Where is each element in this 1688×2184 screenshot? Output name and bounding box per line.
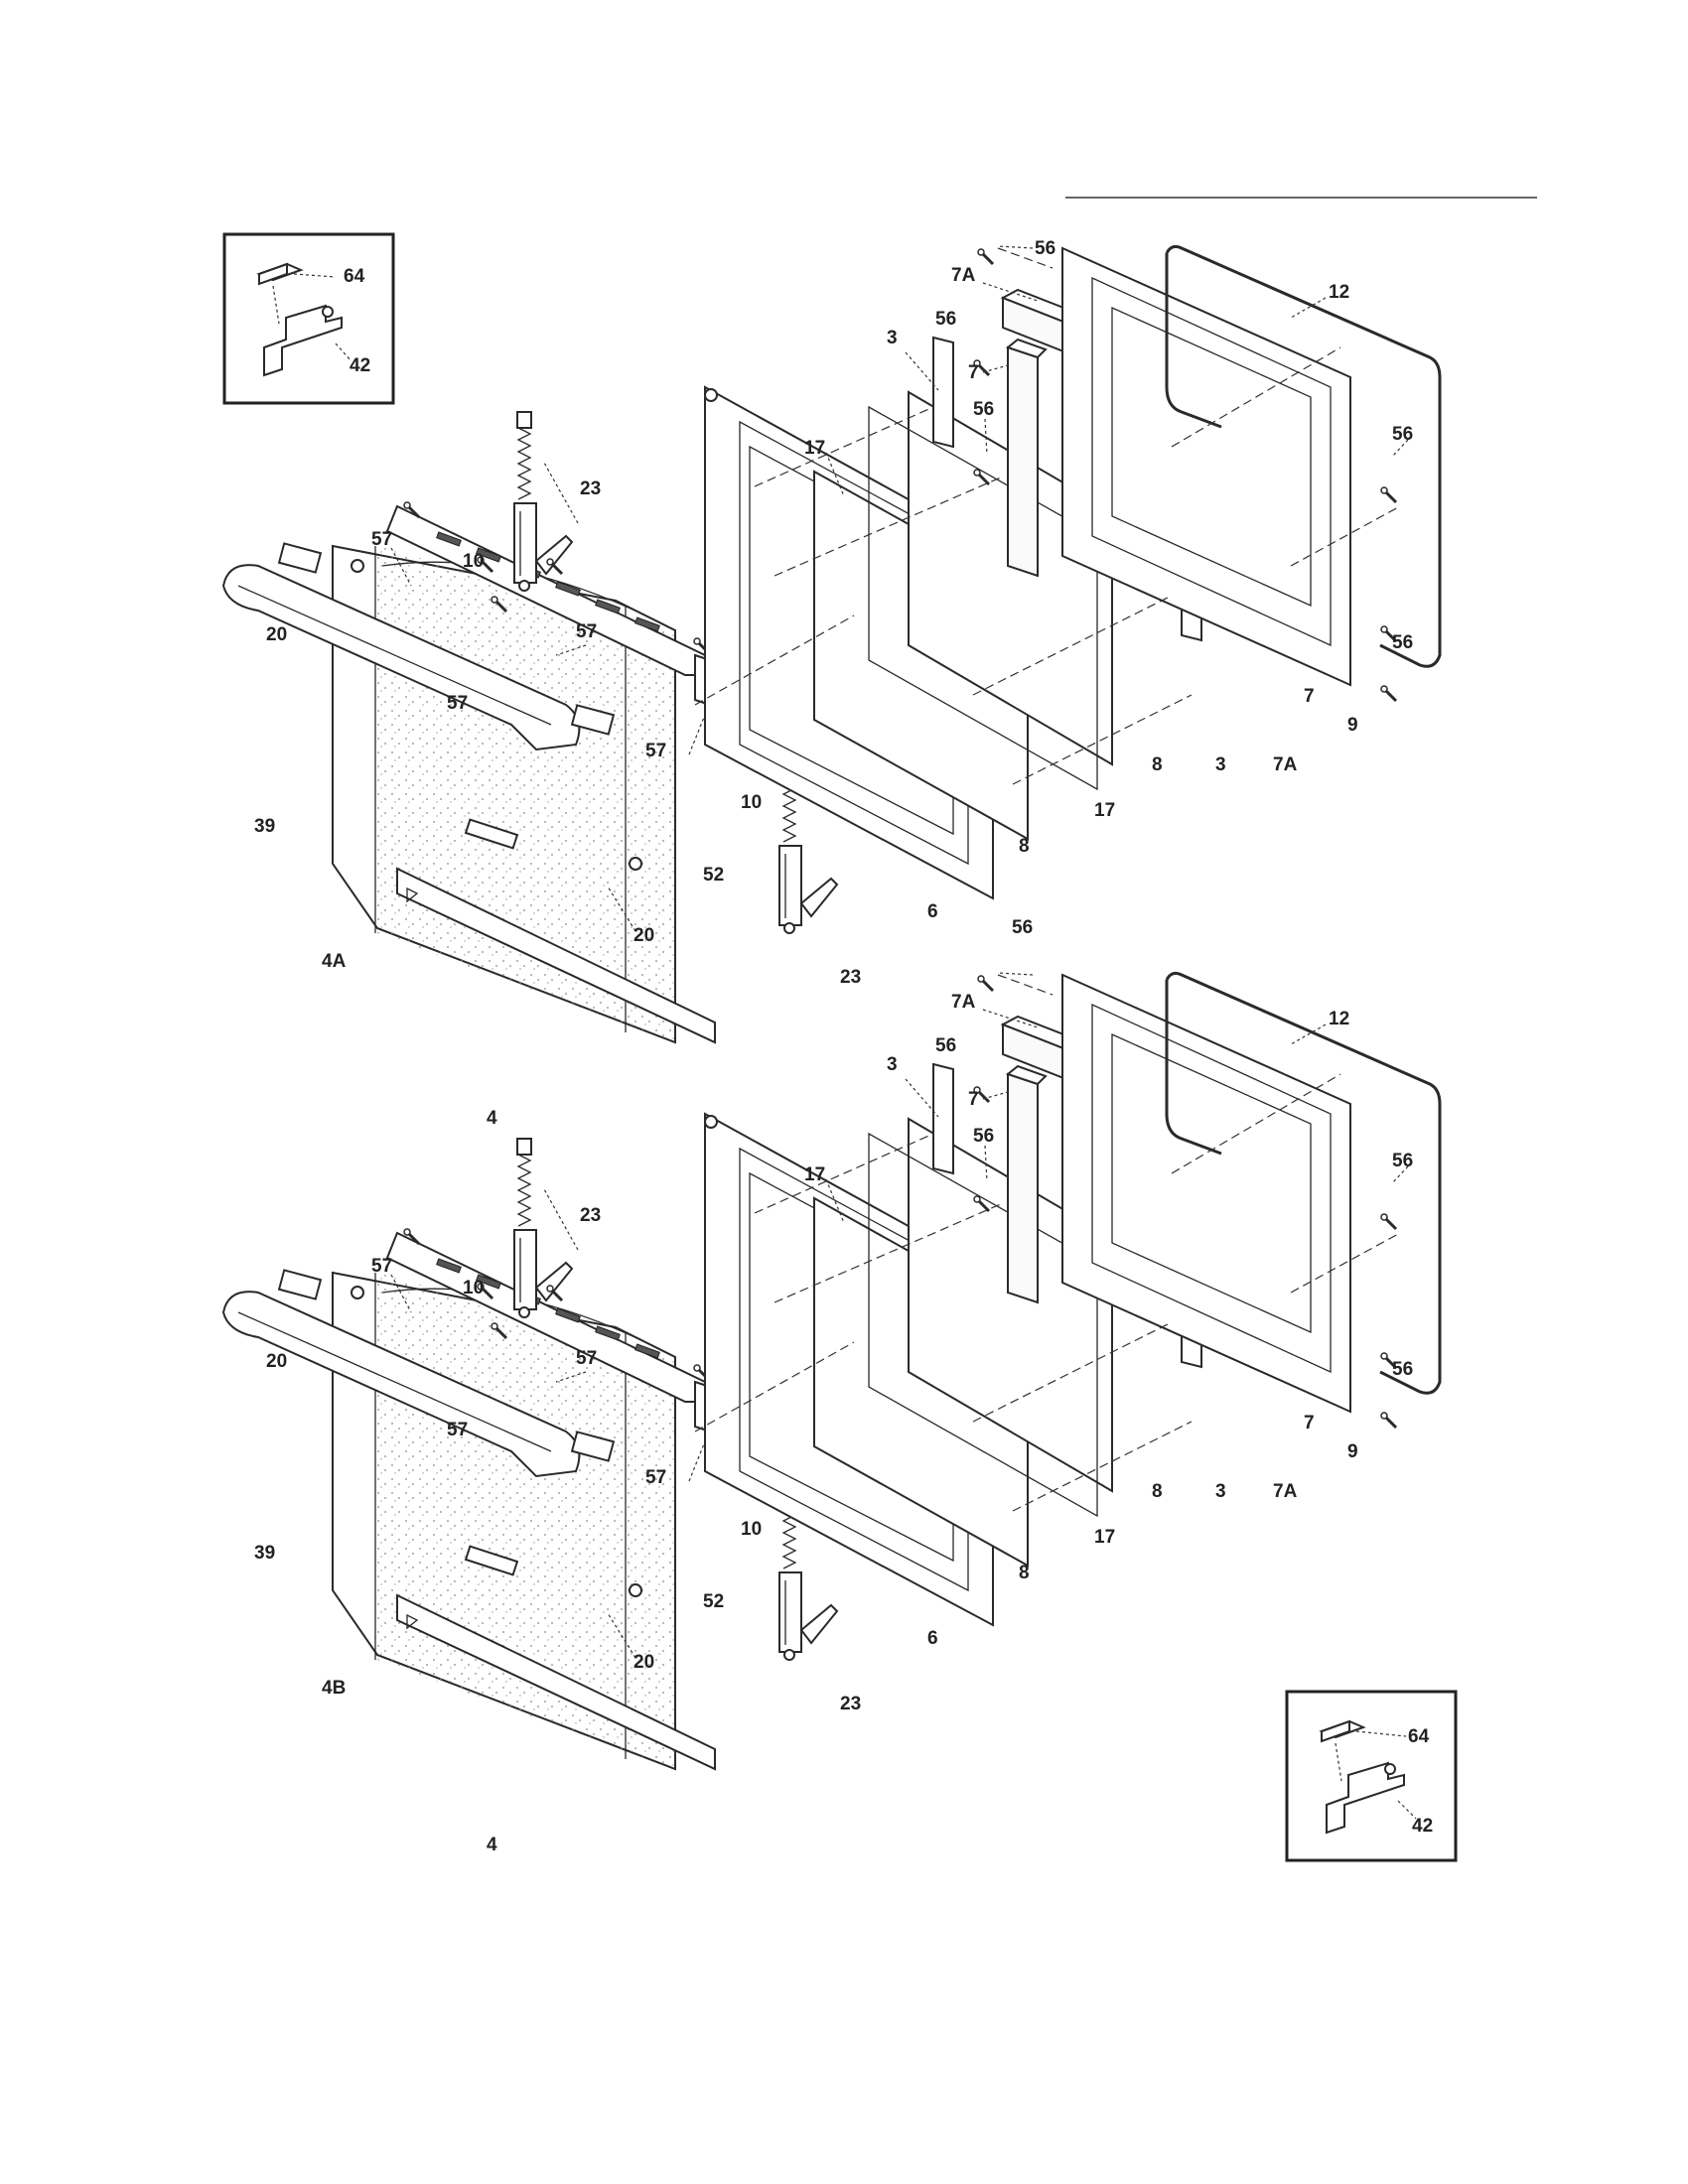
- callout-7a: 7A: [1273, 754, 1298, 775]
- upper-callouts: 56 7A 12 56 3 7 56 56 17 23 57 10 57 20 …: [254, 238, 1413, 1129]
- callout-56: 56: [1392, 632, 1413, 653]
- callout-56: 56: [1012, 917, 1033, 938]
- callout-17: 17: [1094, 1527, 1115, 1548]
- upper-leaders: [390, 245, 1409, 932]
- callout-39: 39: [254, 816, 275, 837]
- callout-3: 3: [1215, 1481, 1226, 1502]
- callout-4: 4: [487, 1835, 497, 1855]
- lower-inset-label-64: 64: [1408, 1726, 1430, 1747]
- lower-door-assembly: [223, 973, 1440, 1769]
- callout-52: 52: [703, 865, 724, 886]
- callout-10: 10: [741, 1519, 762, 1540]
- callout-12: 12: [1329, 1009, 1349, 1029]
- callout-3: 3: [887, 1054, 898, 1075]
- callout-7a: 7A: [951, 265, 976, 286]
- callout-56: 56: [973, 399, 994, 420]
- callout-57: 57: [371, 1256, 392, 1277]
- callout-57: 57: [576, 1348, 597, 1369]
- lower-leaders: [390, 972, 1409, 1659]
- upper-door-assembly: [223, 246, 1440, 1042]
- callout-9: 9: [1347, 1441, 1358, 1462]
- callout-23: 23: [580, 1205, 601, 1226]
- callout-57: 57: [447, 1420, 468, 1440]
- callout-56: 56: [1392, 1359, 1413, 1380]
- callout-7a: 7A: [1273, 1481, 1298, 1502]
- callout-57: 57: [447, 693, 468, 714]
- callout-7: 7: [968, 362, 979, 383]
- callout-4b: 4B: [322, 1678, 346, 1699]
- callout-10: 10: [463, 551, 484, 572]
- callout-8: 8: [1019, 1563, 1030, 1583]
- callout-17: 17: [804, 1164, 825, 1185]
- callout-7: 7: [1304, 686, 1315, 707]
- callout-56: 56: [973, 1126, 994, 1147]
- lower-inset-label-42: 42: [1412, 1816, 1433, 1837]
- callout-7: 7: [968, 1089, 979, 1110]
- callout-39: 39: [254, 1543, 275, 1564]
- callout-56: 56: [935, 309, 956, 330]
- callout-20: 20: [266, 624, 287, 645]
- callout-8: 8: [1152, 754, 1163, 775]
- callout-57: 57: [645, 1467, 666, 1488]
- callout-17: 17: [1094, 800, 1115, 821]
- callout-57: 57: [576, 621, 597, 642]
- callout-7a: 7A: [951, 992, 976, 1013]
- callout-20: 20: [266, 1351, 287, 1372]
- callout-12: 12: [1329, 282, 1349, 303]
- callout-20: 20: [633, 925, 654, 946]
- callout-4: 4: [487, 1108, 497, 1129]
- callout-23: 23: [840, 1694, 861, 1714]
- callout-23: 23: [840, 967, 861, 988]
- callout-3: 3: [887, 328, 898, 348]
- upper-inset-label-64: 64: [344, 266, 365, 287]
- lower-inset-box: [1285, 1690, 1458, 1862]
- callout-9: 9: [1347, 715, 1358, 736]
- callout-52: 52: [703, 1591, 724, 1612]
- callout-10: 10: [463, 1278, 484, 1298]
- callout-23: 23: [580, 478, 601, 499]
- callout-57: 57: [645, 741, 666, 761]
- callout-6: 6: [927, 1628, 938, 1649]
- callout-4a: 4A: [322, 951, 347, 972]
- callout-7: 7: [1304, 1413, 1315, 1433]
- upper-inset-box: [222, 232, 395, 405]
- callout-56: 56: [1035, 238, 1055, 259]
- callout-8: 8: [1019, 836, 1030, 857]
- callout-56: 56: [1392, 1151, 1413, 1171]
- callout-57: 57: [371, 529, 392, 550]
- callout-8: 8: [1152, 1481, 1163, 1502]
- callout-6: 6: [927, 901, 938, 922]
- upper-inset-label-42: 42: [350, 355, 370, 376]
- callout-10: 10: [741, 792, 762, 813]
- callout-20: 20: [633, 1652, 654, 1673]
- callout-56: 56: [1392, 424, 1413, 445]
- callout-3: 3: [1215, 754, 1226, 775]
- callout-17: 17: [804, 438, 825, 459]
- lower-callouts: 56 7A 12 56 3 7 56 56 17 23 57 10 57 20 …: [254, 917, 1413, 1855]
- callout-56: 56: [935, 1035, 956, 1056]
